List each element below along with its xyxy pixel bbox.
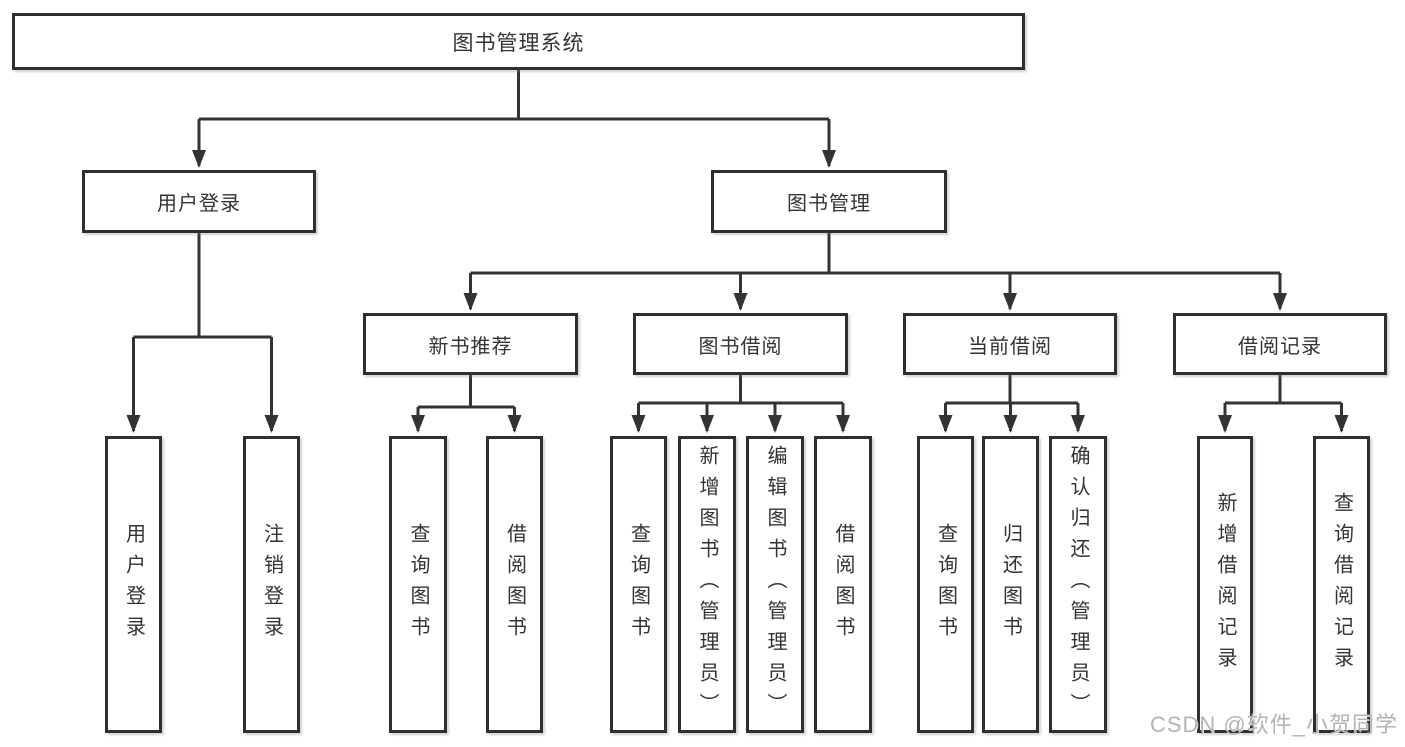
leaf-borrow-books-recommend: 借阅图书 <box>486 436 543 733</box>
leaf-add-books-admin: 新增图书（管理员） <box>678 436 736 733</box>
node-library-management-system: 图书管理系统 <box>12 13 1025 70</box>
leaf-add-borrow-record: 新增借阅记录 <box>1197 436 1253 733</box>
leaf-logout: 注销登录 <box>243 436 300 733</box>
node-borrow-records: 借阅记录 <box>1173 313 1387 375</box>
csdn-watermark: CSDN @软件_小贺同学 <box>1149 712 1398 737</box>
leaf-confirm-return-admin: 确认归还（管理员） <box>1049 436 1107 733</box>
leaf-user-login: 用户登录 <box>105 436 162 733</box>
leaf-edit-books-admin: 编辑图书（管理员） <box>746 436 804 733</box>
leaf-return-books: 归还图书 <box>982 436 1039 733</box>
node-current-borrowing: 当前借阅 <box>903 313 1117 375</box>
leaf-borrow-books: 借阅图书 <box>814 436 872 733</box>
leaf-query-books-borrowing: 查询图书 <box>610 436 667 733</box>
leaf-query-books-current: 查询图书 <box>917 436 974 733</box>
node-book-borrowing: 图书借阅 <box>633 313 848 375</box>
leaf-query-books-recommend: 查询图书 <box>389 436 447 733</box>
node-user-login: 用户登录 <box>82 170 316 233</box>
node-new-book-recommend: 新书推荐 <box>363 313 578 375</box>
leaf-query-borrow-record: 查询借阅记录 <box>1313 436 1370 733</box>
node-book-management: 图书管理 <box>711 170 947 233</box>
